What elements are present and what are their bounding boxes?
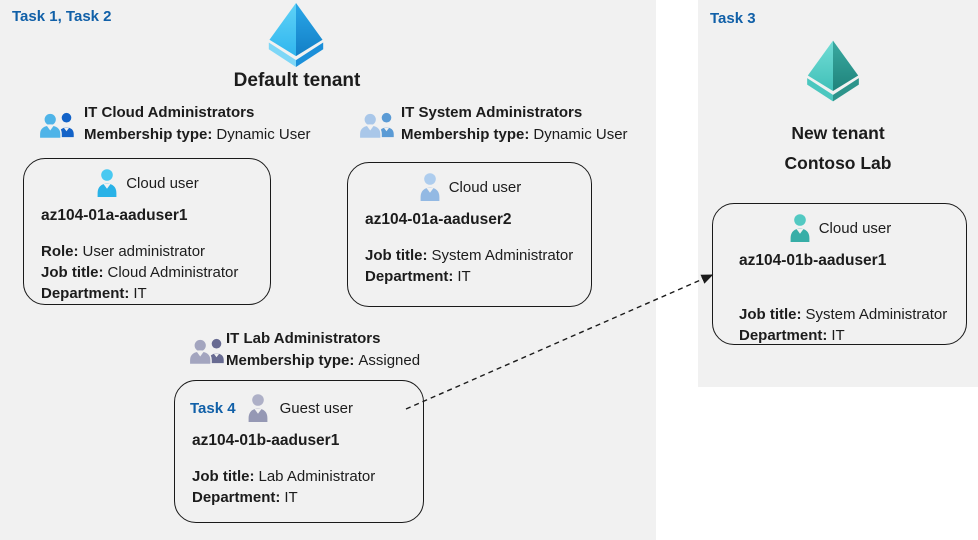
group-membership: Membership type:Assigned xyxy=(226,350,420,372)
user-name: az104-01b-aaduser1 xyxy=(739,252,887,269)
department-line: Department:IT xyxy=(365,268,471,285)
card-header: Cloud user xyxy=(24,168,270,198)
department-line: Department:IT xyxy=(192,489,298,506)
user-details: Role:User administrator Job title:Cloud … xyxy=(24,241,270,304)
group-it-system-administrators: IT System Administrators Membership type… xyxy=(401,102,628,146)
job-title-line: Job title:Lab Administrator xyxy=(192,468,376,485)
group-title: IT System Administrators xyxy=(401,104,583,121)
group-it-lab-administrators: IT Lab Administrators Membership type:As… xyxy=(226,328,420,372)
it-cloud-administrators-group-icon xyxy=(38,112,74,140)
job-title-line: Job title:System Administrator xyxy=(365,247,574,264)
new-tenant-icon xyxy=(807,40,859,102)
department-line: Department:IT xyxy=(41,285,147,302)
task-4-label: Task 4 xyxy=(190,399,236,417)
cloud-user-icon xyxy=(420,173,440,201)
default-tenant-icon xyxy=(268,3,324,67)
department-line: Department:IT xyxy=(739,327,845,344)
user-card-guest-az104-01b-aaduser1: Task 4 Guest user az104-01b-aaduser1 Job… xyxy=(174,380,424,523)
card-header: Task 4 Guest user xyxy=(175,393,423,423)
guest-user-icon xyxy=(248,394,267,422)
user-details: Job title:System Administrator Departmen… xyxy=(713,304,966,346)
membership-type-value: Dynamic User xyxy=(216,126,311,143)
job-title-line: Job title:System Administrator xyxy=(739,306,948,323)
new-tenant-area: Task 3 New tenant Contoso Lab xyxy=(698,0,978,387)
card-header: Cloud user xyxy=(713,213,966,243)
user-details: Job title:Lab Administrator Department:I… xyxy=(175,466,423,508)
role-line: Role:User administrator xyxy=(41,243,206,260)
new-tenant-title-line2: Contoso Lab xyxy=(784,153,892,173)
cloud-user-icon xyxy=(790,214,810,242)
group-title: IT Lab Administrators xyxy=(226,330,381,347)
membership-type-label: Membership type: xyxy=(84,126,213,143)
default-tenant-title: Default tenant xyxy=(233,70,361,91)
membership-type-value: Dynamic User xyxy=(533,126,628,143)
task-1-2-label: Task 1, Task 2 xyxy=(12,8,112,25)
cloud-user-icon xyxy=(97,169,117,197)
group-membership: Membership type:Dynamic User xyxy=(84,124,311,146)
it-system-administrators-group-icon xyxy=(358,112,394,140)
group-title: IT Cloud Administrators xyxy=(84,104,255,121)
user-card-az104-01a-aaduser1: Cloud user az104-01a-aaduser1 Role:User … xyxy=(23,158,271,305)
new-tenant-title-line1: New tenant xyxy=(791,123,885,143)
it-lab-administrators-group-icon xyxy=(188,338,224,366)
new-tenant-title: New tenant Contoso Lab xyxy=(698,118,978,178)
user-details: Job title:System Administrator Departmen… xyxy=(348,245,591,287)
user-card-az104-01a-aaduser2: Cloud user az104-01a-aaduser2 Job title:… xyxy=(347,162,592,307)
group-it-cloud-administrators: IT Cloud Administrators Membership type:… xyxy=(84,102,311,146)
user-name: az104-01a-aaduser1 xyxy=(41,207,188,224)
task-3-label: Task 3 xyxy=(710,10,756,27)
user-type-label: Cloud user xyxy=(126,174,199,192)
card-header: Cloud user xyxy=(348,172,591,202)
membership-type-label: Membership type: xyxy=(226,352,355,369)
membership-type-value: Assigned xyxy=(358,352,421,369)
membership-type-label: Membership type: xyxy=(401,126,530,143)
user-type-label: Cloud user xyxy=(818,219,892,237)
default-tenant-area: Task 1, Task 2 Default tenant xyxy=(0,0,656,540)
job-title-line: Job title:Cloud Administrator xyxy=(41,264,239,281)
group-membership: Membership type:Dynamic User xyxy=(401,124,628,146)
user-name: az104-01a-aaduser2 xyxy=(365,211,512,228)
user-name: az104-01b-aaduser1 xyxy=(192,432,340,449)
user-type-label: Cloud user xyxy=(448,178,522,196)
user-card-newtenant-az104-01b-aaduser1: Cloud user az104-01b-aaduser1 Job title:… xyxy=(712,203,967,345)
user-type-label: Guest user xyxy=(279,399,353,417)
